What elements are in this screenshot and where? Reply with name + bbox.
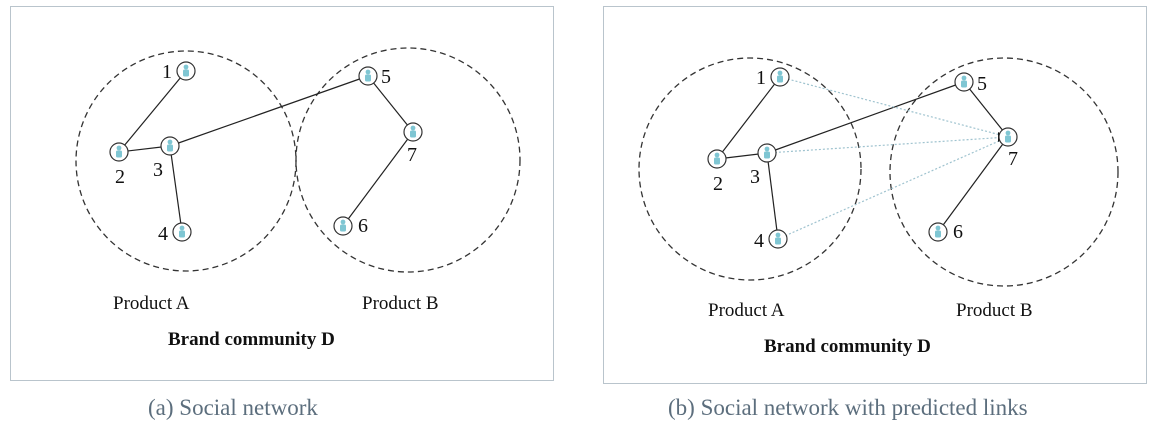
predicted-edge-4-7 [777,136,1009,240]
node-label: 3 [750,166,760,188]
product-b-circle [295,47,521,273]
node-2: 2 [707,149,727,195]
person-icon [365,69,371,82]
node-6: 6 [928,221,963,243]
edge-3-4 [766,152,779,240]
person-icon [961,75,967,88]
node-label: 2 [115,166,125,188]
edge-1-2 [118,70,187,153]
panel-social-network-predicted: 1 2 3 4 5 6 7 Product A Product B Brand commun… [603,6,1147,384]
product-b-label: Product B [362,293,439,314]
node-1: 1 [756,67,790,89]
person-icon [167,139,173,152]
edges-a [118,70,414,233]
network-diagram-b: 1 2 3 4 5 6 7 Product A Product B Brand commun… [638,57,1119,357]
product-b-label: Product B [956,300,1033,321]
node-4: 4 [158,222,192,245]
product-a-label: Product A [708,300,785,321]
node-label: 5 [381,66,391,88]
predicted-edge-3-7 [766,136,1009,154]
network-diagram-a: 1 2 3 4 5 6 7 Product A Product B Brand commun… [75,47,521,350]
node-4: 4 [754,229,788,252]
edge-1-2 [716,76,781,160]
brand-community-label: Brand community D [168,329,335,350]
nodes-a: 1 2 3 4 5 6 7 [109,61,423,245]
edge-3-4 [169,145,183,233]
person-icon [340,219,346,232]
edge-7-6 [342,131,414,227]
node-5: 5 [358,66,391,88]
person-icon [764,146,770,159]
caption-b: (b) Social network with predicted links [668,395,1028,420]
edge-3-5 [169,75,369,147]
node-label: 2 [713,173,723,195]
node-3: 3 [153,136,180,181]
person-icon [714,152,720,165]
product-a-label: Product A [113,293,190,314]
predicted-edge-1-7 [779,76,1009,138]
edges-b [716,76,1009,240]
caption-a: (a) Social network [148,395,318,420]
predicted-edges-b [766,76,1009,240]
panel-social-network: 1 2 3 4 5 6 7 Product A Product B Brand commun… [10,6,554,381]
node-label: 4 [754,230,764,252]
product-b-circle [889,57,1119,287]
node-label: 3 [153,159,163,181]
edge-5-7 [963,81,1009,138]
node-label: 6 [953,221,963,243]
person-icon [935,225,941,238]
node-label: 4 [158,223,168,245]
person-icon [183,64,189,77]
node-3: 3 [750,143,777,188]
nodes-b: 1 2 3 4 5 6 7 [707,67,1018,252]
edge-3-5 [766,81,965,154]
node-label: 7 [407,144,417,166]
node-2: 2 [109,142,129,188]
person-icon [179,225,185,238]
person-icon [777,70,783,83]
person-icon [410,125,416,138]
node-label: 6 [358,215,368,237]
node-5: 5 [954,72,987,95]
node-6: 6 [333,215,368,237]
person-icon [116,145,122,158]
person-icon [775,232,781,245]
node-label: 5 [977,73,987,95]
person-icon [1005,130,1011,143]
edge-7-6 [937,136,1009,233]
node-1: 1 [162,61,196,83]
node-label: 7 [1008,148,1018,170]
edge-5-7 [367,75,414,133]
node-7: 7 [403,122,423,166]
product-a-circle [638,57,862,281]
node-label: 1 [162,61,172,83]
node-label: 1 [756,67,766,89]
node-7: 7 [998,127,1018,170]
brand-community-label: Brand community D [764,336,931,357]
